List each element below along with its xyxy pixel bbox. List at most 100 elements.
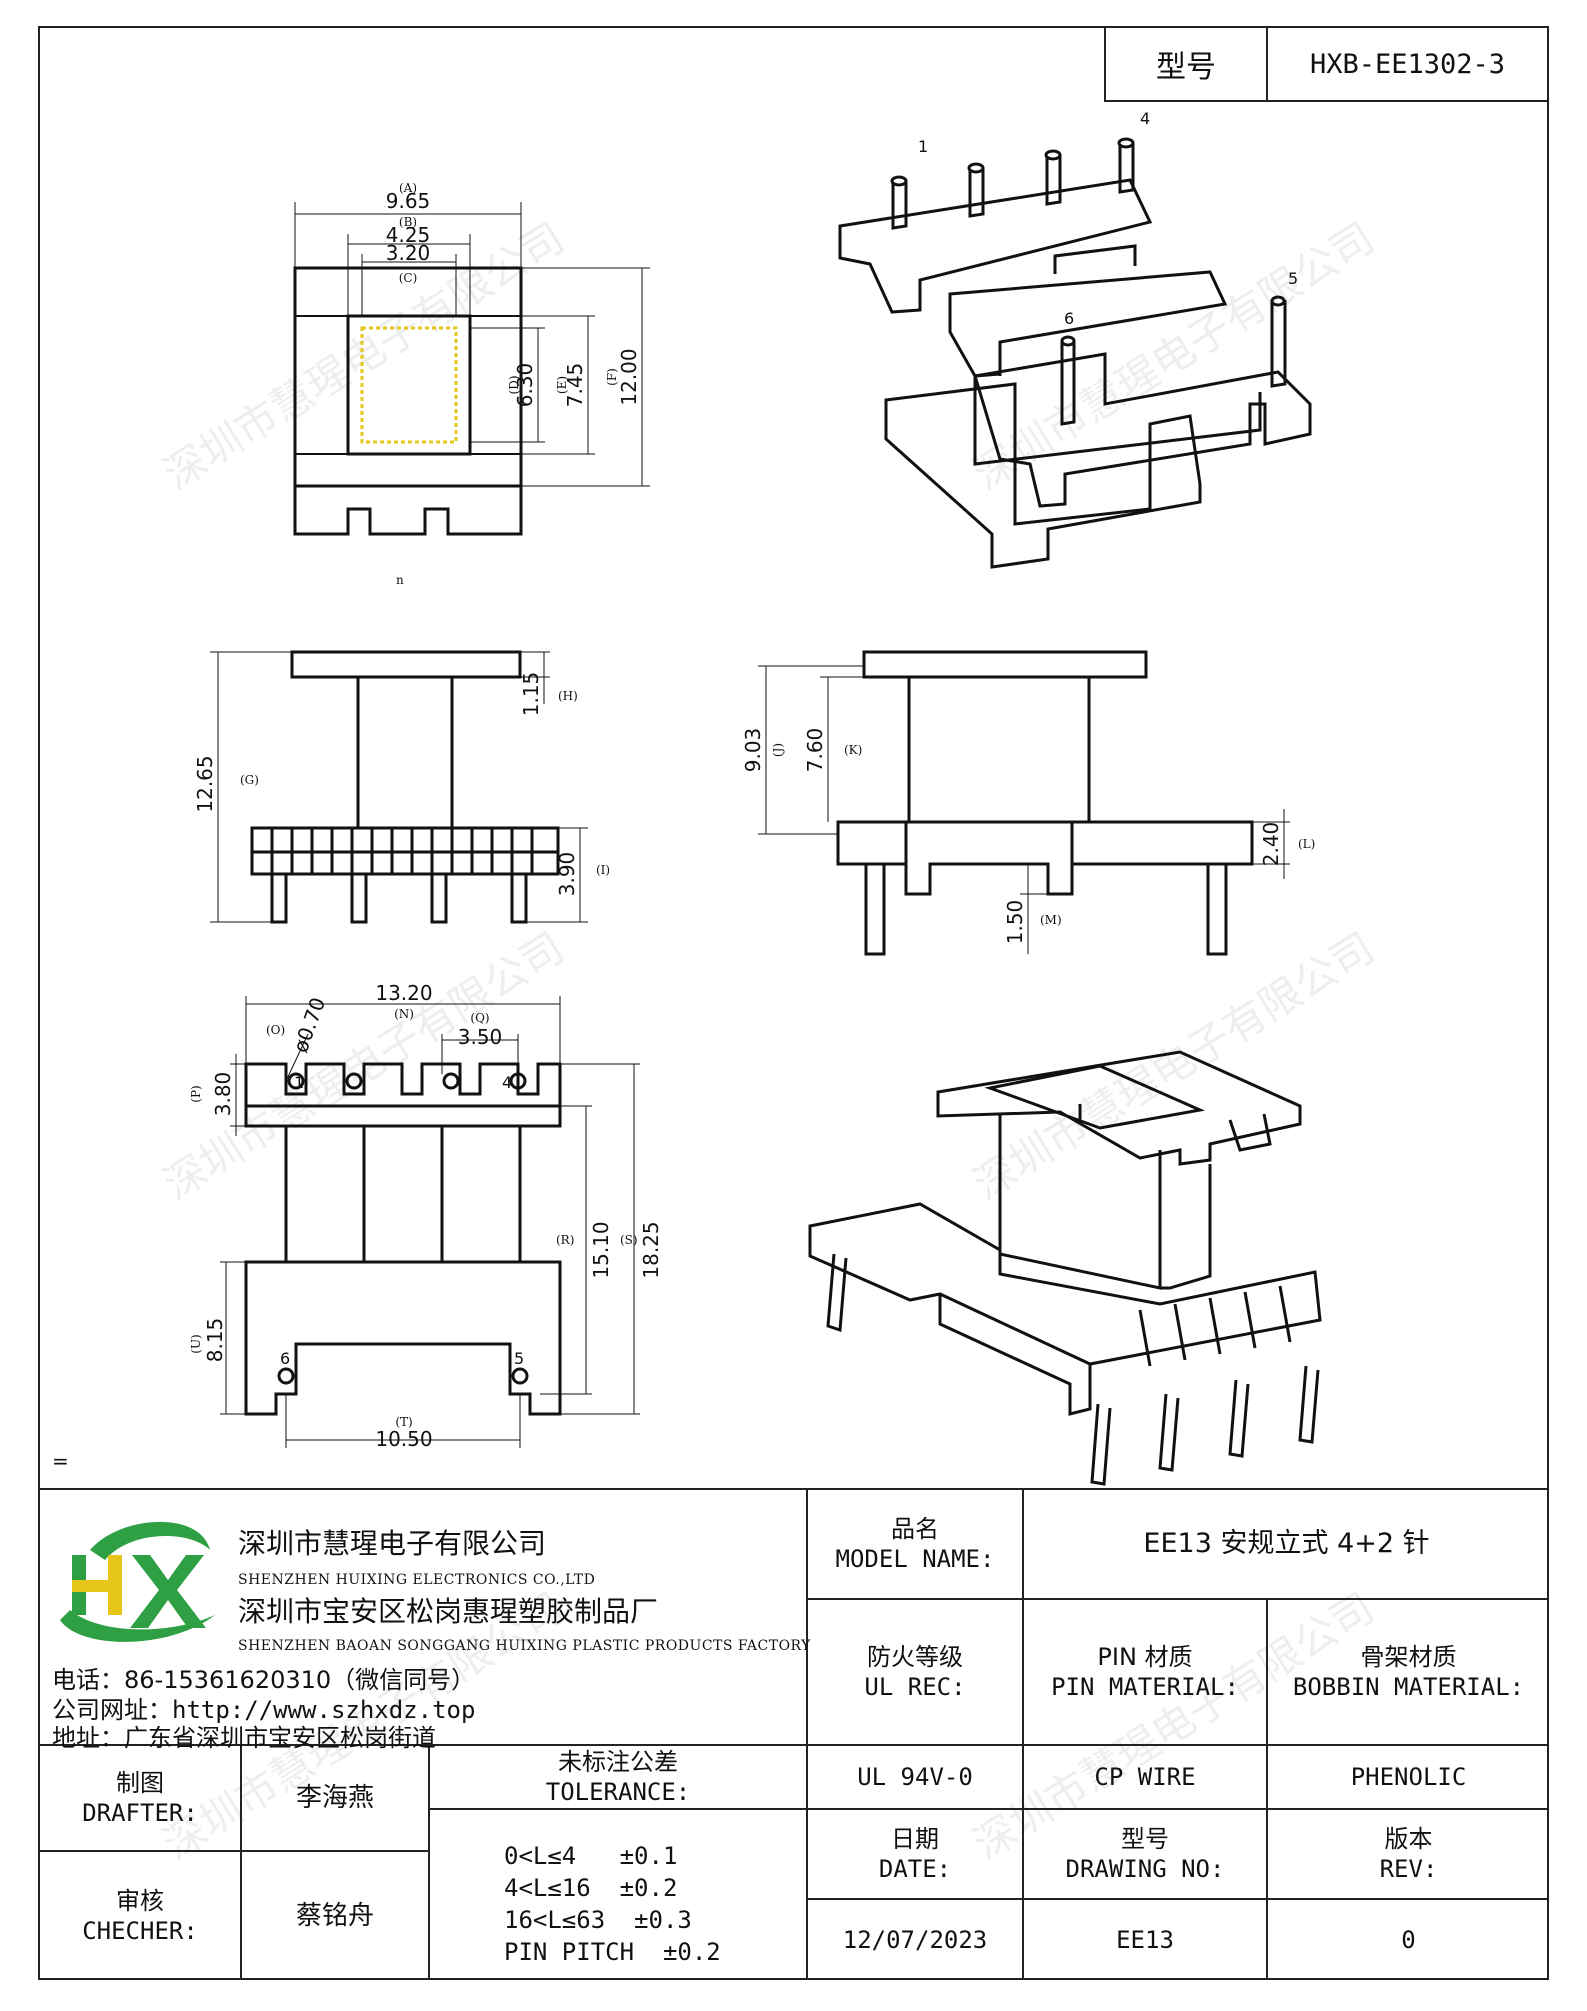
checker-label: 审核 CHECHER: [40, 1852, 240, 1980]
tb-line [240, 1744, 242, 1980]
dim-n-value: 13.20 [375, 981, 432, 1005]
bobbin-material-label: 骨架材质 BOBBIN MATERIAL: [1268, 1600, 1549, 1744]
bottom-view [244, 1062, 562, 1416]
pin-material-label: PIN 材质 PIN MATERIAL: [1024, 1600, 1266, 1744]
factory-name-en: SHENZHEN BAOAN SONGGANG HUIXING PLASTIC … [238, 1638, 811, 1654]
company-name-en: SHENZHEN HUIXING ELECTRONICS CO.,LTD [238, 1572, 596, 1588]
bottom-pin4-label: 4 [502, 1073, 512, 1092]
dim-d-value: 6.30 [513, 363, 537, 408]
dim-c-value: 3.20 [386, 241, 431, 265]
model-number-box: 型号 HXB-EE1302-3 [1104, 26, 1549, 102]
top-view [293, 202, 650, 536]
ul-rec-label: 防火等级 UL REC: [808, 1600, 1022, 1744]
dim-h-tag: (H) [558, 689, 578, 703]
company-website: 公司网址：http://www.szhxdz.top [52, 1696, 476, 1724]
bottom-pin6-label: 6 [280, 1349, 290, 1368]
company-phone: 电话：86-15361620310（微信同号） [52, 1666, 476, 1694]
dim-l-tag: (L) [1298, 837, 1315, 851]
company-address: 地址：广东省深圳市宝安区松岗街道 [52, 1724, 436, 1752]
dim-o-value: ø0.70 [288, 994, 330, 1056]
tolerance-cn: 未标注公差 [558, 1748, 678, 1776]
dim-k-tag: (K) [844, 743, 862, 757]
tb-line [1022, 1488, 1024, 1980]
dim-o-tag: (O) [266, 1023, 285, 1037]
tolerance-label: 未标注公差 TOLERANCE: [430, 1746, 806, 1808]
date-value: 12/07/2023 [842, 1926, 988, 1954]
company-logo [60, 1521, 215, 1642]
date-cn: 日期 [891, 1825, 939, 1853]
dim-q-value: 3.50 [458, 1025, 503, 1049]
rev-value: 0 [1401, 1926, 1416, 1954]
pin-material-cn: PIN 材质 [1097, 1643, 1193, 1671]
factory-name-cn: 深圳市宝安区松岗惠瑆塑胶制品厂 [238, 1595, 659, 1628]
checker-name: 蔡铭舟 [295, 1900, 374, 1931]
tolerance-line: PIN PITCH ±0.2 [504, 1938, 721, 1966]
pin-material-en: PIN MATERIAL: [1051, 1673, 1239, 1701]
iso-pin4-label: 4 [1140, 109, 1150, 128]
dim-r-tag: (R) [556, 1233, 574, 1247]
stray-mark: = [52, 1449, 69, 1473]
tb-line [808, 1898, 1549, 1900]
dim-m-tag: (M) [1040, 913, 1062, 927]
company-name-cn: 深圳市慧瑆电子有限公司 [238, 1527, 547, 1560]
iso-pin5-label: 5 [1288, 269, 1298, 288]
dim-s-value: 18.25 [639, 1221, 663, 1278]
tolerance-line: 4<L≤16 ±0.2 [504, 1874, 678, 1902]
pin-material-value: CP WIRE [1094, 1763, 1196, 1791]
front-view-dims [210, 651, 588, 923]
dim-t-tag: (T) [395, 1415, 412, 1429]
tolerance-line: 16<L≤63 ±0.3 [504, 1906, 692, 1934]
drafter-en: DRAFTER: [82, 1799, 198, 1827]
side-view [836, 650, 1254, 956]
drawing-no-en: DRAWING NO: [1065, 1855, 1225, 1883]
side-view-dims [758, 665, 1290, 954]
dim-u-value: 8.15 [203, 1318, 227, 1363]
ul-rec-cn: 防火等级 [867, 1643, 963, 1671]
small-mark: n [396, 573, 404, 587]
dim-r-value: 15.10 [589, 1221, 613, 1278]
bottom-view-dims [220, 996, 640, 1448]
rev-cn: 版本 [1384, 1825, 1433, 1853]
checker-cn: 审核 [116, 1887, 164, 1915]
dim-d-tag: (D) [507, 376, 521, 395]
tolerance-line: 0<L≤4 ±0.1 [504, 1842, 678, 1870]
dim-i-tag: (I) [596, 863, 610, 877]
dim-k-value: 7.60 [803, 728, 827, 773]
bottom-pin5-label: 5 [514, 1349, 524, 1368]
dim-g-tag: (G) [240, 773, 259, 787]
dim-f-tag: (F) [605, 368, 619, 386]
dim-u-tag: (U) [189, 1334, 203, 1353]
logo-arc-icon [90, 1521, 210, 1560]
tolerance-en: TOLERANCE: [545, 1778, 691, 1806]
rev-en: REV: [1379, 1855, 1438, 1883]
tb-line [428, 1808, 1549, 1810]
drawing-svg: 9.65 (A) (B) 4.25 3.20 (C) 6.30 (D) 7.45… [52, 109, 1322, 1486]
dim-a-tag: (A) [399, 181, 417, 195]
dim-l-value: 2.40 [1259, 822, 1283, 867]
iso-exploded-view [838, 137, 1312, 569]
ul-rec-value: UL 94V-0 [857, 1763, 973, 1791]
iso-pin1-label: 1 [918, 137, 928, 156]
bobbin-material-cn: 骨架材质 [1360, 1643, 1457, 1671]
tb-line [808, 1598, 1549, 1600]
drawing-no-value: EE13 [1116, 1926, 1174, 1954]
dim-s-tag: (S) [620, 1233, 638, 1247]
dim-p-tag: (P) [189, 1085, 203, 1102]
tb-line [38, 1850, 428, 1852]
dim-b-value: 4.25 [386, 223, 431, 247]
dim-n-tag: (N) [394, 1007, 414, 1021]
iso-assembled-view [808, 1050, 1322, 1486]
tb-line [38, 1488, 1549, 1490]
drafter-cn: 制图 [116, 1769, 164, 1797]
date-label: 日期 DATE: [808, 1810, 1022, 1898]
tb-line [428, 1744, 430, 1980]
tb-line [38, 1744, 1549, 1746]
dim-j-tag: (J) [771, 743, 785, 757]
tb-line [1266, 1598, 1268, 1980]
bottom-pin1-label: 1 [294, 1073, 304, 1092]
dim-a-value: 9.65 [386, 189, 431, 213]
dim-i-value: 3.90 [555, 852, 579, 897]
bobbin-material-value: PHENOLIC [1350, 1763, 1467, 1791]
rev-label: 版本 REV: [1268, 1810, 1549, 1898]
front-view [250, 650, 560, 924]
